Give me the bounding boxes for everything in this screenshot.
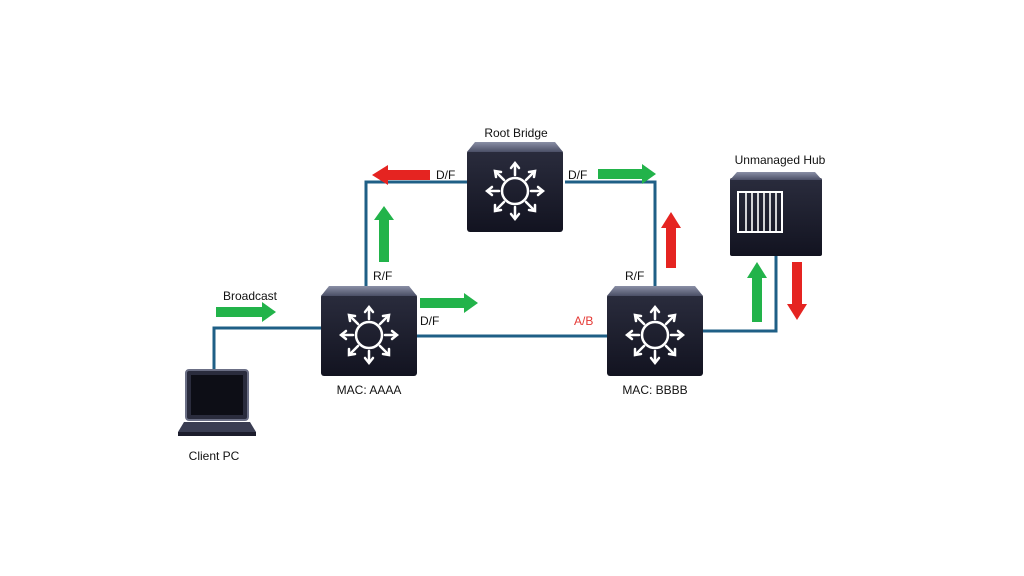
- switch-a-label: MAC: AAAA: [337, 383, 402, 397]
- link-switch-b-hub: [703, 252, 778, 333]
- links: [212, 180, 778, 372]
- laptop-icon: [178, 369, 256, 436]
- client-pc[interactable]: [178, 369, 256, 436]
- port-label-root-right: D/F: [568, 168, 587, 182]
- forward-arrow-root-right: [598, 164, 656, 184]
- port-label-a-up: R/F: [373, 269, 392, 283]
- multilayer-switch-icon: [319, 284, 419, 378]
- broadcast-label: Broadcast: [223, 289, 278, 303]
- root-bridge-label: Root Bridge: [484, 126, 548, 140]
- return-arrow-left: [372, 165, 430, 185]
- root-bridge-switch[interactable]: [465, 140, 565, 234]
- link-root-switch-b: [565, 180, 657, 288]
- broadcast-arrow: [216, 302, 276, 322]
- forward-arrow-hub-up: [747, 262, 767, 322]
- return-arrow-hub-down: [787, 262, 807, 320]
- port-label-b-left-blocked: A/B: [574, 314, 593, 328]
- link-switch-a-root: [364, 180, 468, 288]
- return-arrow-b-up: [661, 212, 681, 268]
- multilayer-switch-icon: [465, 140, 565, 234]
- hub-label: Unmanaged Hub: [735, 153, 826, 167]
- switch-aaaa[interactable]: [319, 284, 419, 378]
- labels: Root Bridge MAC: AAAA MAC: BBBB Unmanage…: [189, 126, 826, 463]
- link-client-switch-a: [212, 326, 322, 372]
- forward-arrow-a-up: [374, 206, 394, 262]
- port-label-root-left: D/F: [436, 168, 455, 182]
- port-label-b-up: R/F: [625, 269, 644, 283]
- switch-b-label: MAC: BBBB: [622, 383, 687, 397]
- client-pc-label: Client PC: [189, 449, 240, 463]
- switch-bbbb[interactable]: [605, 284, 705, 378]
- multilayer-switch-icon: [605, 284, 705, 378]
- arrows: [216, 164, 807, 322]
- hub-icon: [730, 172, 822, 256]
- port-label-a-right: D/F: [420, 314, 439, 328]
- forward-arrow-a-right: [420, 293, 478, 313]
- unmanaged-hub[interactable]: [730, 172, 822, 256]
